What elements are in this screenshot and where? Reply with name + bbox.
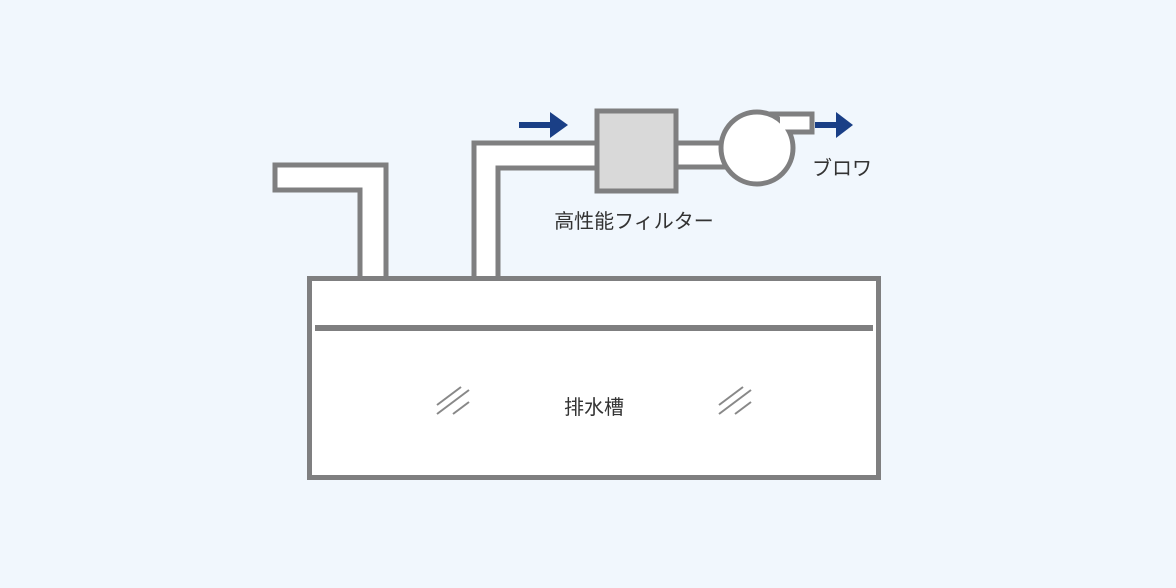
- flow-arrow-icon: [519, 112, 568, 138]
- water-hatch-icon: [436, 386, 470, 415]
- filter-label: 高性能フィルター: [554, 209, 714, 233]
- drainage-tank: [307, 276, 881, 480]
- tank-label: 排水槽: [564, 395, 624, 419]
- water-hatch-icon: [718, 386, 752, 415]
- blower: [718, 109, 796, 187]
- blower-label: ブロワ: [812, 156, 872, 180]
- flow-arrow-icon: [815, 112, 853, 138]
- left-vent-pipe: [272, 162, 389, 282]
- high-performance-filter: [594, 108, 679, 194]
- blower-outlet-cover: [780, 116, 810, 130]
